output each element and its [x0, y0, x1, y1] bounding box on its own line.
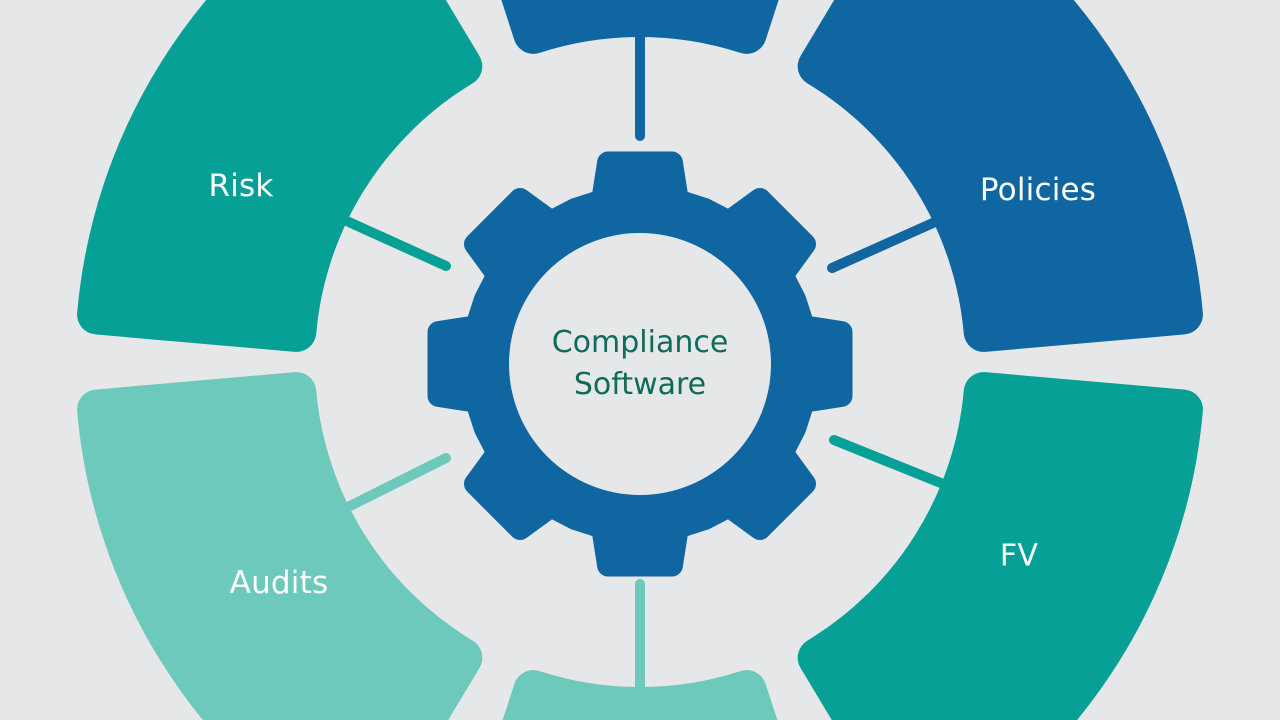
gear-center-hole: [509, 233, 771, 495]
connector-line-audits: [317, 453, 451, 525]
connector-line-fv: [829, 435, 973, 499]
segment-label-policies: Policies: [979, 172, 1097, 208]
ring-segment-audits: [77, 372, 483, 720]
center-title: Compliance Software: [552, 322, 729, 406]
segment-label-fv: FV: [999, 538, 1039, 574]
segment-label-risk: Risk: [208, 168, 274, 204]
ring-segment-bottom: [502, 670, 778, 720]
segment-label-audits: Audits: [229, 565, 329, 601]
center-title-line1: Compliance: [551, 325, 729, 360]
connector-line-risk: [313, 203, 451, 271]
center-title-line2: Software: [573, 367, 707, 402]
ring-segment-risk: [77, 0, 483, 352]
connector-line-policies: [827, 205, 967, 273]
ring-segment-policies: [797, 0, 1203, 352]
